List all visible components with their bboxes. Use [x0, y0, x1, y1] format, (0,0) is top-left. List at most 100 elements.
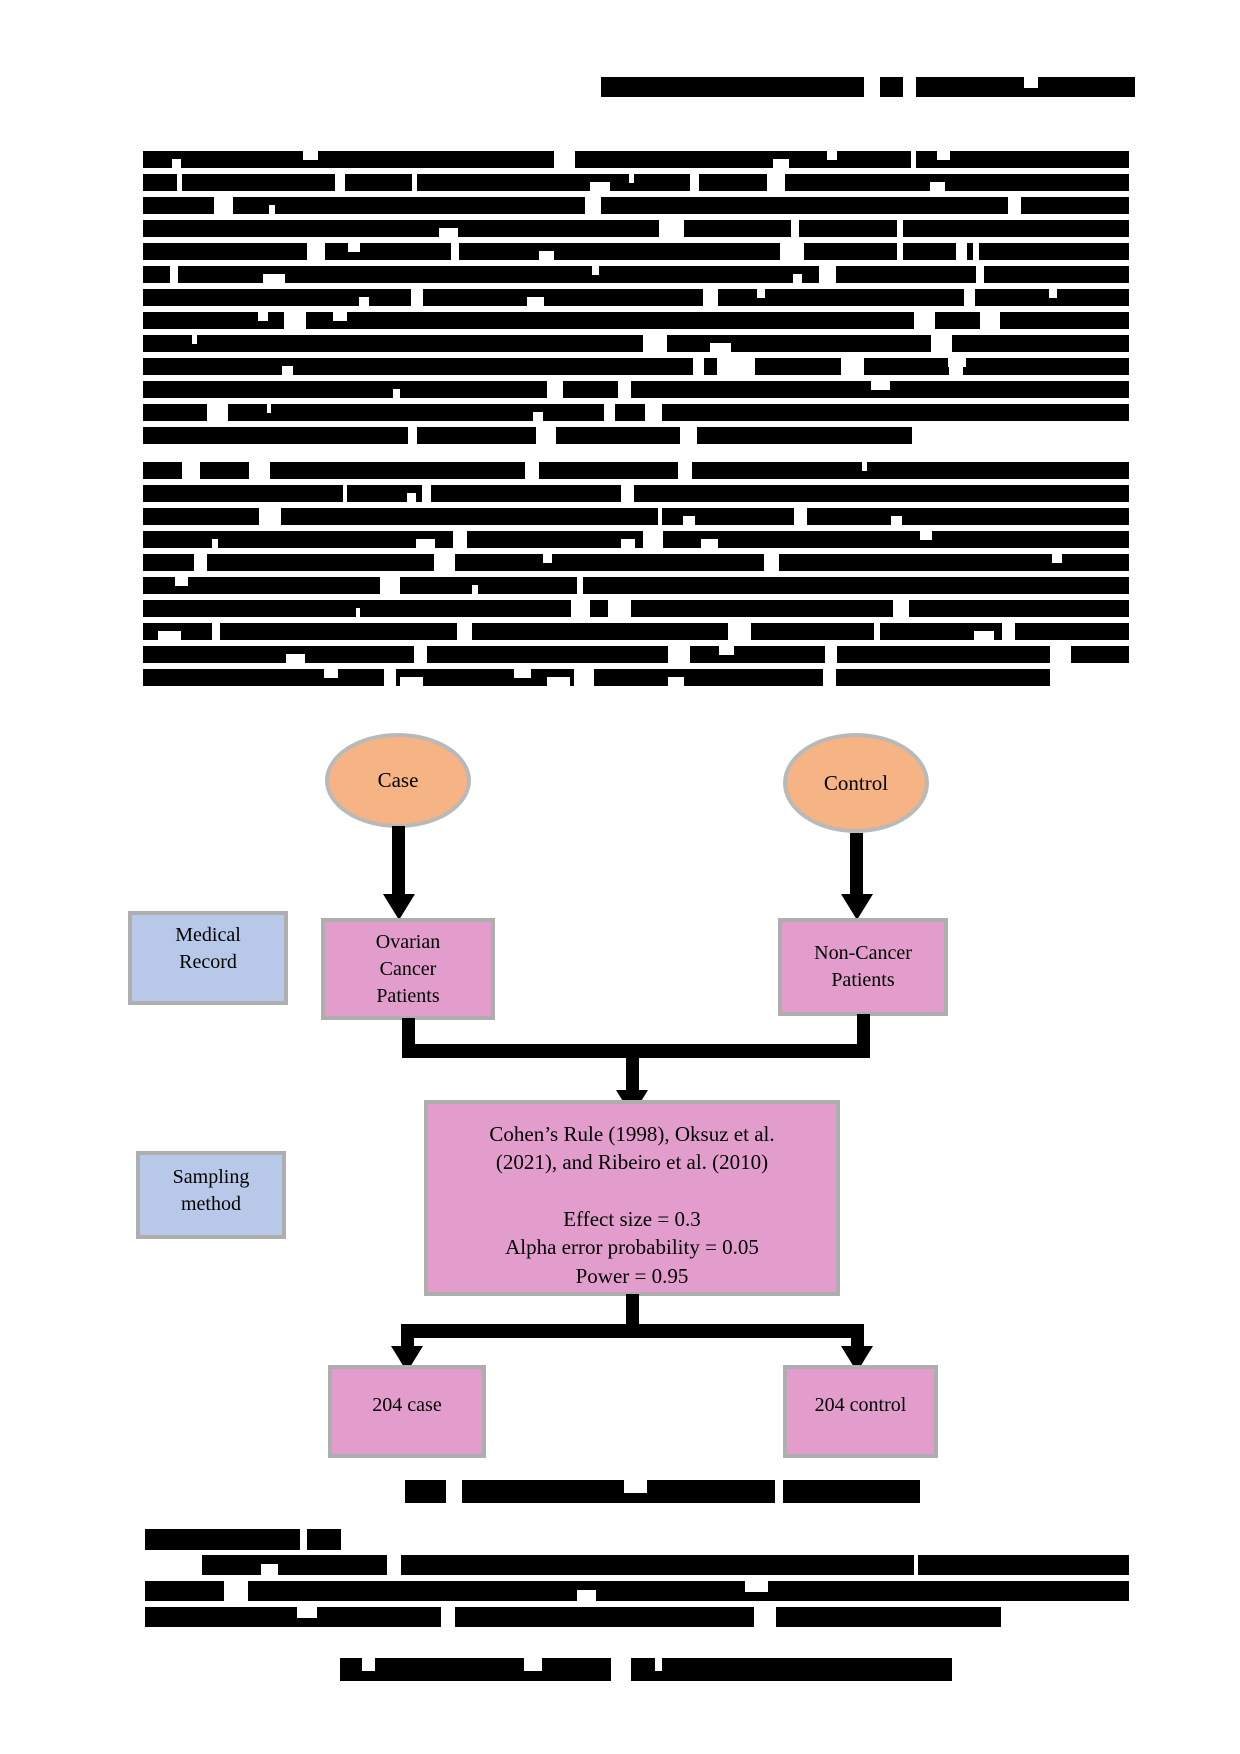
control-sample-size-box: 204 control — [783, 1365, 938, 1458]
redaction-gap — [690, 174, 700, 191]
redaction-gap — [679, 427, 697, 444]
redaction-gap — [296, 1607, 317, 1618]
redaction-gap — [584, 197, 601, 214]
redaction-gap — [629, 174, 634, 183]
medical-record-label-box: Medical Record — [128, 911, 288, 1005]
redaction-gap — [964, 289, 975, 306]
redaction-gap — [335, 174, 346, 191]
redaction-gap — [645, 404, 663, 421]
redaction-gap — [590, 182, 611, 191]
redaction-gap — [657, 508, 662, 525]
redacted-text-line — [143, 266, 1129, 283]
case-sample-size-box: 204 case — [328, 1365, 486, 1458]
redaction-gap — [931, 335, 952, 352]
source-line-redacted — [340, 1658, 952, 1681]
redaction-gap — [692, 358, 704, 375]
redaction-gap — [524, 462, 540, 479]
redaction-gap — [767, 174, 786, 191]
redaction-gap — [355, 608, 361, 617]
redaction-gap — [727, 623, 751, 640]
redaction-gap — [268, 205, 276, 214]
redacted-text-line — [143, 174, 1129, 191]
redaction-gap — [910, 151, 916, 168]
redaction-gap — [744, 1581, 769, 1592]
redacted-text-line — [340, 1658, 952, 1681]
redaction-gap — [902, 77, 916, 97]
redaction-gap — [790, 220, 799, 237]
redaction-gap — [347, 243, 360, 252]
redaction-gap — [703, 289, 719, 306]
ovarian-cancer-patients-box: Ovarian Cancer Patients — [321, 918, 495, 1020]
redacted-text-line — [143, 462, 1129, 479]
redaction-gap — [192, 335, 198, 344]
redaction-gap — [260, 1564, 278, 1575]
redaction-gap — [453, 531, 467, 548]
redaction-gap — [603, 404, 610, 421]
redaction-gap — [379, 577, 400, 594]
redaction-gap — [710, 343, 731, 352]
redaction-gap — [893, 600, 910, 617]
redacted-text-line — [143, 600, 1129, 617]
redacted-text-line — [143, 554, 1129, 571]
redaction-gap — [300, 1529, 307, 1550]
redacted-text-line — [145, 1607, 1002, 1627]
redaction-gap — [840, 358, 865, 375]
control-arrow-head-icon — [841, 894, 873, 920]
redaction-gap — [605, 404, 616, 421]
redacted-text-line — [143, 508, 1129, 525]
redaction-gap — [826, 151, 837, 160]
redaction-gap — [930, 182, 945, 191]
redaction-gap — [620, 485, 635, 502]
sampling-criteria-box: Cohen’s Rule (1998), Oksuz et al. (2021)… — [424, 1100, 840, 1296]
redaction-gap — [282, 366, 294, 375]
bottom-paragraph-redacted — [145, 1555, 1129, 1633]
redacted-text-line — [143, 220, 1129, 237]
redaction-gap — [949, 358, 963, 375]
redaction-gap — [913, 312, 936, 329]
redaction-gap — [472, 585, 478, 594]
redaction-gap — [975, 266, 984, 283]
redaction-gap — [716, 358, 728, 375]
case-oval-label: Case — [377, 768, 419, 792]
redaction-gap — [411, 174, 418, 191]
redaction-gap — [223, 1581, 248, 1601]
redaction-gap — [362, 1658, 376, 1671]
redaction-gap — [936, 151, 951, 160]
redacted-text-line — [143, 289, 1129, 306]
redacted-text-line — [143, 358, 1129, 375]
redacted-text-line — [202, 1555, 1129, 1575]
redaction-gap — [972, 243, 979, 260]
redaction-gap — [1008, 197, 1021, 214]
redaction-gap — [678, 462, 693, 479]
control-arrow-line — [850, 833, 863, 896]
redaction-gap — [324, 669, 338, 678]
redaction-gap — [547, 381, 563, 398]
redaction-gap — [896, 220, 904, 237]
redacted-text-line — [143, 381, 1129, 398]
redaction-gap — [668, 677, 685, 686]
redacted-text-line — [143, 335, 1129, 352]
redaction-gap — [792, 274, 803, 283]
redaction-gap — [654, 1658, 663, 1671]
redaction-gap — [822, 669, 837, 686]
redaction-gap — [175, 577, 188, 586]
redacted-text-line — [143, 404, 1129, 421]
split-connector-right — [851, 1336, 864, 1348]
redaction-gap — [763, 554, 779, 571]
sampling-criteria-text: Cohen’s Rule (1998), Oksuz et al. (2021)… — [489, 1122, 775, 1288]
redaction-gap — [701, 539, 718, 548]
non-cancer-patients-label: Non-Cancer Patients — [814, 942, 912, 991]
redaction-gap — [407, 493, 417, 502]
control-oval-label: Control — [823, 770, 889, 795]
redaction-gap — [682, 516, 695, 525]
redaction-gap — [413, 646, 427, 663]
redacted-text-line — [143, 151, 1129, 168]
redaction-gap — [793, 508, 807, 525]
redaction-gap — [547, 677, 570, 686]
redaction-gap — [577, 1590, 596, 1601]
redacted-text-line — [145, 1529, 341, 1550]
redaction-gap — [383, 669, 397, 686]
body-paragraph-2-redacted — [143, 462, 1129, 692]
medical-record-label: Medical Record — [175, 924, 241, 973]
